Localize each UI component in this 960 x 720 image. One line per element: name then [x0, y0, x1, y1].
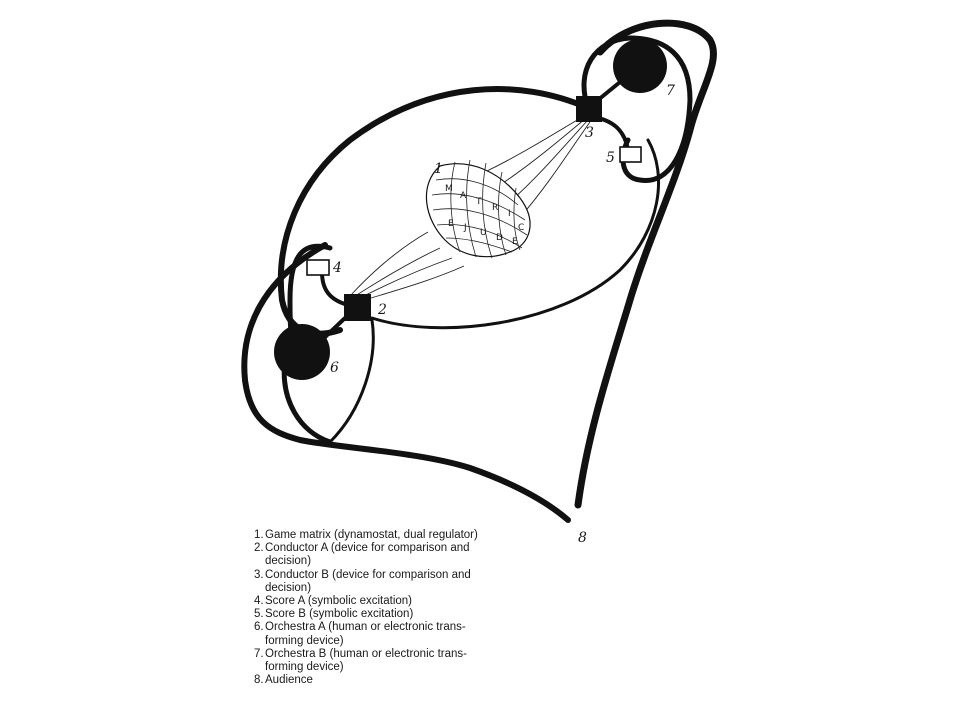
audience-left-band: [241, 242, 571, 523]
legend-item: 2.Conductor A (device for comparison and…: [254, 542, 470, 568]
legend-item: 6.Orchestra A (human or electronic trans…: [254, 621, 466, 647]
audience-outer-band: [574, 19, 717, 509]
matrix-letter: D: [496, 233, 503, 243]
conductor-a-lower: [328, 318, 375, 444]
label-matrix: 1: [434, 161, 443, 177]
matrix-letter: U: [480, 228, 487, 238]
matrix-letter: E: [512, 237, 518, 247]
label-score-b: 5: [606, 150, 615, 166]
matrix-letter: C: [518, 223, 524, 233]
conductor-a-to-score-a: [320, 271, 349, 307]
label-orchestra-b: 7: [666, 83, 675, 99]
main-oval-lower: [370, 138, 660, 330]
game-matrix: M A T R I C E D U J E: [425, 159, 531, 259]
conductor-b-to-score-b: [597, 116, 630, 151]
orchestra-b-dot: [613, 39, 667, 93]
legend-item: 5.Score B (symbolic excitation): [254, 608, 414, 621]
matrix-letter: M: [445, 184, 453, 194]
matrix-letter: I: [508, 209, 511, 219]
matrix-letter: J: [463, 223, 467, 233]
conductor-a-to-orchestra-a: [320, 316, 347, 342]
score-a-box: [306, 259, 330, 276]
matrix-grid: [431, 159, 528, 259]
legend: 1.Game matrix (dynamostat, dual regulato…: [254, 529, 554, 687]
legend-item: 4.Score A (symbolic excitation): [254, 595, 413, 608]
label-audience: 8: [578, 530, 587, 546]
legend-item: 7.Orchestra B (human or electronic trans…: [254, 647, 467, 674]
score-b-box: [619, 146, 642, 163]
conductor-a-square: [344, 294, 371, 321]
legend-item: 1.Game matrix (dynamostat, dual regulato…: [254, 529, 478, 541]
matrix-letter: E: [448, 219, 454, 229]
legend-item: 8.Audience: [254, 674, 313, 687]
signal-lines: [349, 115, 591, 303]
matrix-letter: T: [475, 197, 482, 207]
label-conductor-a: 2: [377, 302, 387, 318]
orchestra-a-dot: [274, 324, 330, 380]
legend-item: 3.Conductor B (device for comparison and…: [254, 568, 471, 594]
label-orchestra-a: 6: [330, 360, 339, 376]
matrix-outline: [425, 163, 531, 258]
conductor-b-square: [576, 96, 602, 122]
matrix-letter: A: [460, 191, 467, 201]
label-conductor-b: 3: [585, 125, 594, 141]
matrix-letter: R: [492, 203, 498, 213]
orchestra-b-loop: [581, 35, 693, 183]
label-score-a: 4: [332, 260, 342, 276]
